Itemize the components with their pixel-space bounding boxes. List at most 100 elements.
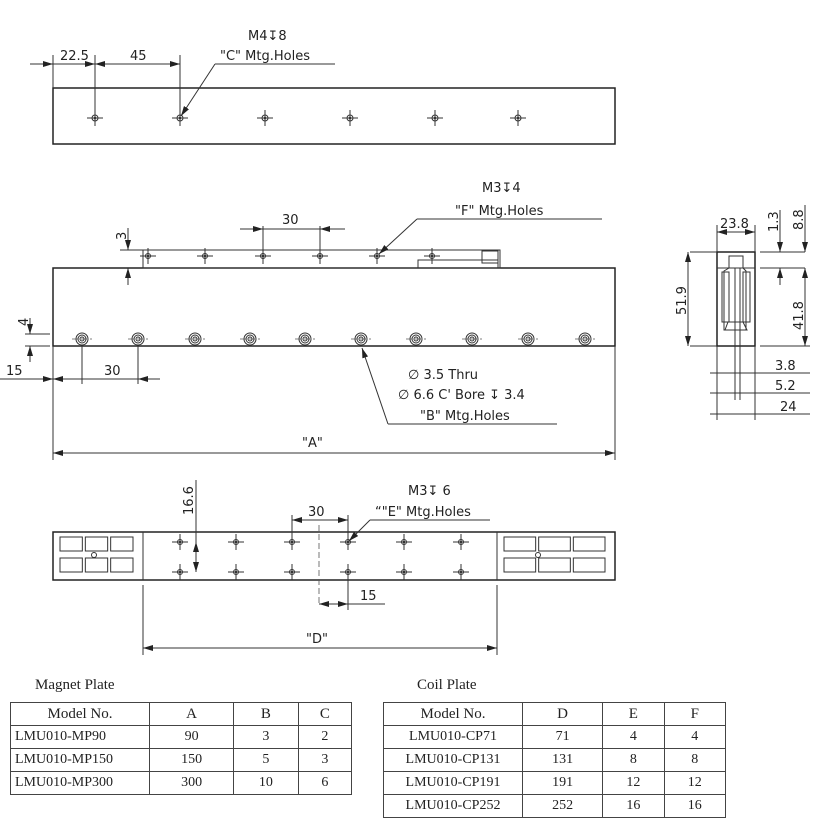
- table-row: LMU010-CP252 252 16 16: [383, 794, 727, 818]
- mounting-hole: [140, 248, 156, 264]
- side-view: 23.8 51.9 1.3 8.8 41.8 3.8 5.2 24: [675, 205, 810, 420]
- mounting-hole: [197, 248, 213, 264]
- counterbore-hole: [240, 332, 260, 346]
- c-holes: [87, 110, 526, 126]
- cell: 3: [233, 725, 299, 749]
- magnet-table-title: Magnet Plate: [35, 677, 115, 693]
- magnet-cell: [503, 536, 537, 552]
- cell: 10: [233, 771, 299, 795]
- magnet-plate-table: Model No. A B C LMU010-MP90 90 3 2 LMU01…: [10, 702, 353, 795]
- e-thread-spec: M3↧ 6: [408, 484, 451, 499]
- f-holes: [140, 248, 440, 264]
- cell: 2: [297, 725, 353, 749]
- cell: 252: [521, 794, 604, 818]
- mounting-hole: [228, 534, 244, 550]
- cell: 3: [297, 748, 353, 772]
- counterbore-hole: [351, 332, 371, 346]
- top-view: 22.5 45 M4↧8 "C" Mtg.Holes: [30, 29, 616, 145]
- dim-d: "D": [306, 632, 328, 647]
- coil-end-blocks: [59, 536, 606, 573]
- coil-plate-bottom: [52, 531, 616, 581]
- mounting-hole: [172, 534, 188, 550]
- coil-plate-table: Model No. D E F LMU010-CP71 71 4 4 LMU01…: [383, 702, 727, 818]
- magnet-cell: [538, 536, 571, 552]
- counterbore-hole: [518, 332, 538, 346]
- magnet-plate-top: [52, 87, 616, 145]
- magnet-cell: [59, 557, 83, 573]
- magnet-cell: [503, 557, 537, 573]
- cell: 8: [602, 748, 665, 772]
- dim-8-8: 8.8: [792, 209, 807, 230]
- cell: 12: [663, 771, 727, 795]
- dim-16-6: 16.6: [182, 486, 197, 515]
- f-holes-label: "F" Mtg.Holes: [455, 204, 544, 219]
- dim-4: 4: [17, 318, 32, 326]
- cell: 4: [602, 725, 665, 749]
- dim-22-5: 22.5: [60, 49, 89, 64]
- counterbore-hole: [295, 332, 315, 346]
- table-header-row: Model No. A B C: [10, 702, 353, 726]
- magnet-cell: [84, 557, 109, 573]
- cell: 300: [148, 771, 235, 795]
- mounting-hole: [228, 564, 244, 580]
- magnet-cell: [572, 536, 606, 552]
- magnet-cell: [538, 557, 571, 573]
- table-row: LMU010-MP150 150 5 3: [10, 748, 353, 772]
- col-header: C: [297, 702, 353, 726]
- mounting-hole: [312, 248, 328, 264]
- magnet-cell: [572, 557, 606, 573]
- coil-plate-front: [142, 249, 501, 269]
- f-thread-spec: M3↧4: [482, 181, 521, 196]
- e-holes-label: “"E" Mtg.Holes: [375, 505, 471, 520]
- dim-1-3: 1.3: [767, 211, 782, 232]
- cell: LMU010-CP131: [383, 748, 523, 772]
- b-holes-label: "B" Mtg.Holes: [420, 409, 510, 424]
- col-header: A: [148, 702, 235, 726]
- cell: 4: [663, 725, 727, 749]
- dim-23-8: 23.8: [720, 217, 749, 232]
- cell: 5: [233, 748, 299, 772]
- mounting-hole: [340, 564, 356, 580]
- counterbore-hole: [462, 332, 482, 346]
- dim-coil-pitch: 30: [282, 213, 299, 228]
- table-row: LMU010-MP300 300 10 6: [10, 771, 353, 795]
- mounting-hole: [369, 248, 385, 264]
- dim-15-offset: 15: [360, 589, 377, 604]
- cell: LMU010-MP150: [10, 748, 150, 772]
- table-row: LMU010-CP71 71 4 4: [383, 725, 727, 749]
- table-row: LMU010-CP191 191 12 12: [383, 771, 727, 795]
- cell: 191: [521, 771, 604, 795]
- b-spec-cbore: ∅ 6.6 C' Bore ↧ 3.4: [398, 388, 525, 403]
- dim-5-2: 5.2: [775, 379, 796, 394]
- mounting-hole: [396, 534, 412, 550]
- mounting-hole: [427, 110, 443, 126]
- coil-table-title: Coil Plate: [417, 677, 477, 693]
- locator-hole: [535, 552, 541, 558]
- locator-hole: [91, 552, 97, 558]
- side-body: [716, 251, 756, 347]
- magnet-cell: [59, 536, 83, 552]
- counterbore-hole: [575, 332, 595, 346]
- cell: LMU010-MP90: [10, 725, 150, 749]
- table-row: LMU010-MP90 90 3 2: [10, 725, 353, 749]
- table-row: LMU010-CP131 131 8 8: [383, 748, 727, 772]
- cell: LMU010-CP71: [383, 725, 523, 749]
- cell: 90: [148, 725, 235, 749]
- mounting-hole: [172, 564, 188, 580]
- cell: 16: [663, 794, 727, 818]
- c-holes-label: "C" Mtg.Holes: [220, 49, 310, 64]
- mounting-hole: [453, 564, 469, 580]
- cell: 150: [148, 748, 235, 772]
- col-header: Model No.: [10, 702, 150, 726]
- dim-51-9: 51.9: [675, 286, 690, 315]
- mounting-hole: [510, 110, 526, 126]
- mounting-hole: [284, 564, 300, 580]
- col-header: D: [521, 702, 604, 726]
- cell: LMU010-CP252: [383, 794, 523, 818]
- bottom-view: 16.6 30 M3↧ 6 “"E" Mtg.Holes 15 "D": [52, 480, 616, 655]
- mounting-hole: [342, 110, 358, 126]
- e-holes: [172, 534, 469, 580]
- c-thread-spec: M4↧8: [248, 29, 287, 44]
- cell: 131: [521, 748, 604, 772]
- counterbore-hole: [406, 332, 426, 346]
